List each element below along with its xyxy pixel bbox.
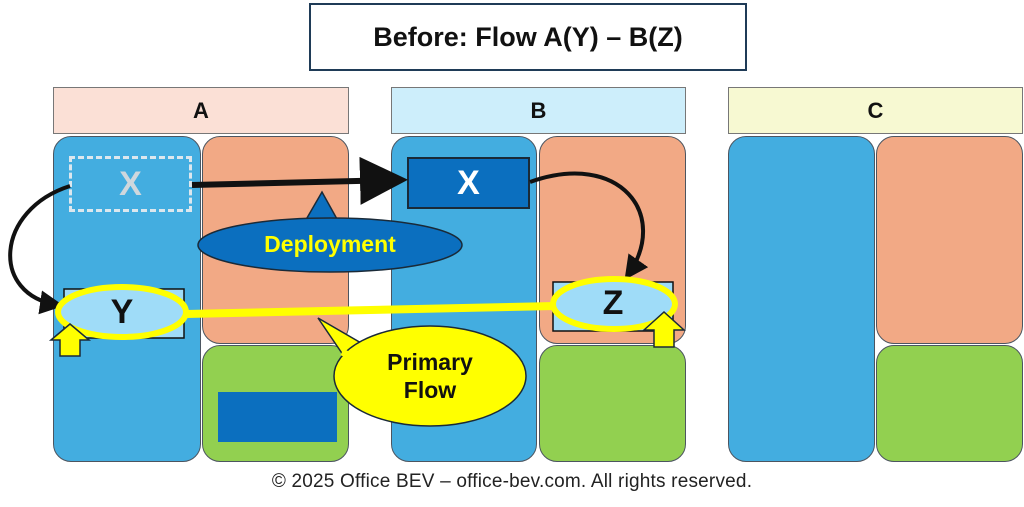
z-node-shape xyxy=(550,276,678,332)
primary-flow-label: Primary Flow xyxy=(362,344,498,410)
deployment-callout xyxy=(197,190,463,273)
column-c-blue-block xyxy=(728,136,875,462)
column-header-a: A xyxy=(53,87,349,134)
deployment-label: Deployment xyxy=(264,231,396,258)
deployment-arrow xyxy=(191,156,408,205)
x-to-z-curved-arrow xyxy=(529,171,649,280)
column-header-c: C xyxy=(728,87,1023,134)
primary-flow-label-line1: Primary xyxy=(387,349,473,376)
column-c-orange-block xyxy=(876,136,1023,344)
y-node-label: Y xyxy=(110,292,134,331)
copyright-footer: © 2025 Office BEV – office-bev.com. All … xyxy=(271,471,753,492)
column-header-b: B xyxy=(391,87,686,134)
column-b-green-block xyxy=(539,345,686,462)
x-to-y-curved-arrow xyxy=(8,184,71,315)
column-a-component-rect xyxy=(218,392,337,442)
up-arrow-right-icon xyxy=(642,310,686,348)
z-node-label: Z xyxy=(602,283,624,322)
x-target-node: X xyxy=(407,157,530,209)
up-arrow-left-icon xyxy=(48,323,92,357)
diagram-title: Before: Flow A(Y) – B(Z) xyxy=(309,3,747,71)
primary-flow-label-line2: Flow xyxy=(403,377,457,403)
primary-flow-callout xyxy=(317,317,527,427)
column-c-green-block xyxy=(876,345,1023,462)
primary-flow-line xyxy=(185,302,556,318)
x-source-node: X xyxy=(69,156,192,212)
